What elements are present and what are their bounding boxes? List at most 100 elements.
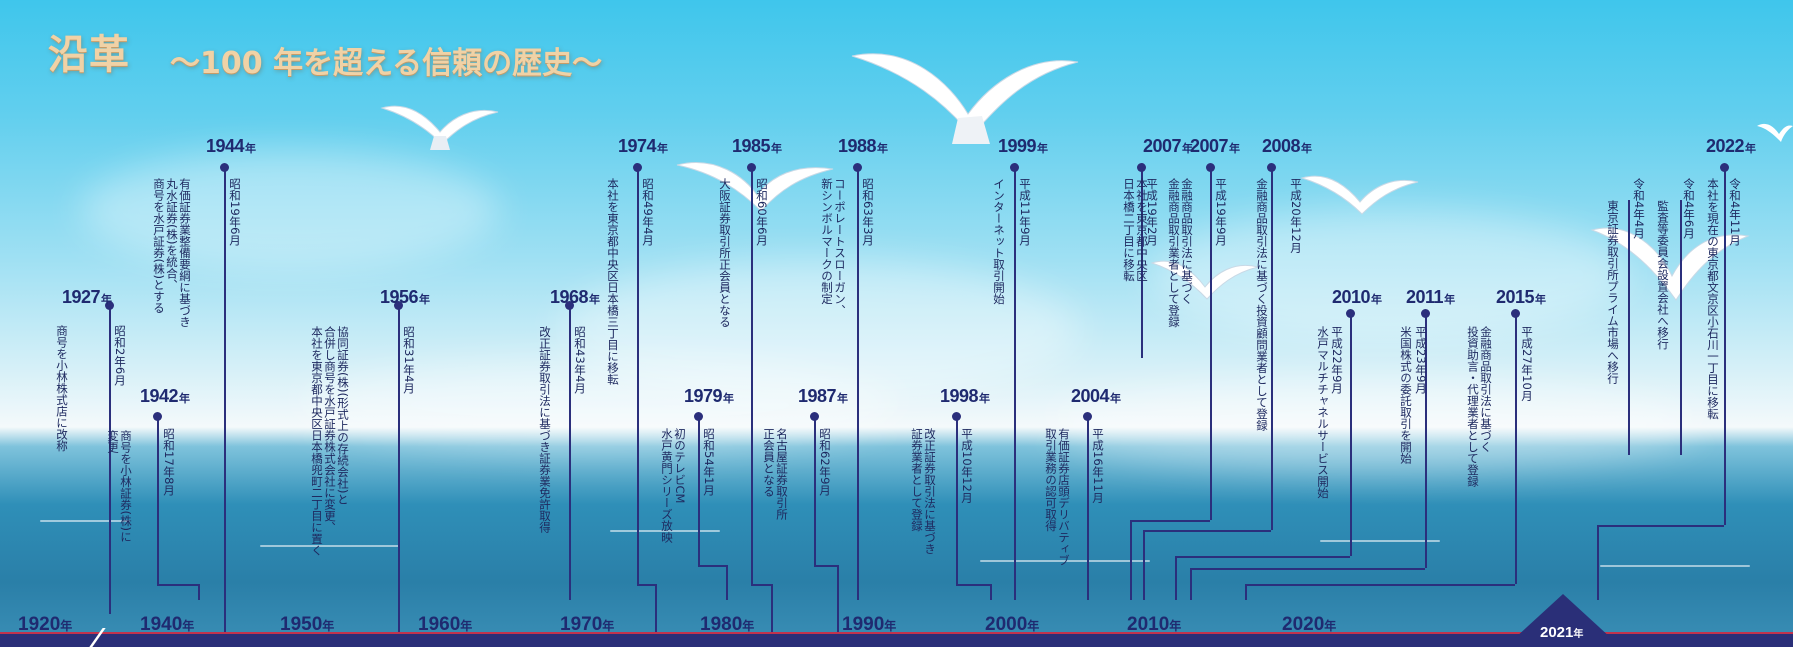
timeline-connector: [1515, 313, 1517, 584]
event-dot: [394, 301, 403, 310]
decade-label-2020: 2020年: [1282, 614, 1337, 635]
timeline-connector: [751, 167, 753, 584]
event-dot: [1137, 163, 1146, 172]
timeline-connector: [814, 565, 837, 567]
event-description: 本社を現在の東京都文京区小石川一丁目に移転: [1706, 178, 1720, 420]
event-year-1974: 1974年: [618, 136, 668, 156]
timeline-accent-line: [0, 632, 1793, 635]
event-year-1942: 1942年: [140, 386, 190, 406]
event-year-1999: 1999年: [998, 136, 1048, 156]
timeline-connector: [1175, 556, 1350, 558]
event-era-date: 昭和62年9月: [818, 428, 832, 496]
timeline-connector: [398, 305, 400, 632]
timeline-connector: [1014, 167, 1016, 600]
event-era-date: 昭和19年6月: [228, 178, 242, 246]
event-dot: [1267, 163, 1276, 172]
event-era-date: 昭和63年3月: [861, 178, 875, 246]
event-year-1927: 1927年: [62, 287, 112, 307]
event-description: 本社を東京都中央区日本橋三丁目に移転: [606, 178, 620, 385]
event-era-date: 昭和60年6月: [755, 178, 769, 246]
timeline-connector: [1724, 167, 1726, 525]
timeline-connector: [224, 167, 226, 632]
timeline-connector: [751, 584, 771, 586]
timeline-connector: [956, 416, 958, 584]
timeline-connector: [1087, 416, 1089, 600]
timeline-connector: [814, 416, 816, 565]
page-subtitle: 〜100 年を超える信頼の歴史〜: [170, 46, 603, 81]
event-era-date: 平成27年10月: [1520, 326, 1534, 402]
timeline-connector: [726, 565, 728, 600]
seagull-icon: [380, 105, 499, 150]
event-era-date: 平成16年11月: [1091, 428, 1105, 504]
event-era-date: 昭和2年6月: [113, 325, 127, 386]
event-year-2007: 2007年: [1190, 136, 1240, 156]
event-era-date: 平成23年9月: [1414, 326, 1428, 394]
event-year-2022: 2022年: [1706, 136, 1756, 156]
timeline-connector: [109, 305, 111, 614]
timeline-connector: [1245, 584, 1247, 600]
event-era-date: 平成19年9月: [1214, 178, 1228, 246]
event-description: コーポレートスローガン、 新シンボルマークの制定: [820, 178, 847, 316]
event-description: 有価証券店頭デリバティブ 取引業務の認可取得: [1044, 428, 1071, 566]
event-description: 東京証券取引所プライム市場へ移行: [1606, 200, 1620, 384]
event-dot: [1720, 163, 1729, 172]
event-year-1968: 1968年: [550, 287, 600, 307]
timeline-connector: [1597, 525, 1724, 527]
timeline-connector: [1190, 568, 1192, 600]
event-era-date: 令和4年6月: [1682, 178, 1696, 239]
timeline-connector: [1245, 584, 1515, 586]
event-year-2008: 2008年: [1262, 136, 1312, 156]
event-description: 協同証券(株)(形式上の存続会社)と 合併し商号を水戸証券株式会社に変更、 本社…: [310, 326, 350, 556]
event-dot: [1346, 309, 1355, 318]
event-dot: [105, 301, 114, 310]
event-dot: [633, 163, 642, 172]
event-year-1985: 1985年: [732, 136, 782, 156]
event-dot: [952, 412, 961, 421]
event-year-2007: 2007年: [1143, 136, 1193, 156]
event-dot: [1083, 412, 1092, 421]
event-dot: [694, 412, 703, 421]
event-era-date: 令和4年11月: [1728, 178, 1742, 246]
event-era-date: 昭和31年4月: [402, 326, 416, 394]
decade-label-2010: 2010年: [1127, 614, 1182, 635]
highlight-year-label: 2021年: [1540, 624, 1584, 641]
timeline-connector: [1210, 167, 1212, 520]
event-year-2011: 2011年: [1406, 287, 1455, 307]
event-year-1987: 1987年: [798, 386, 848, 406]
event-year-1998: 1998年: [940, 386, 990, 406]
timeline-connector: [698, 565, 726, 567]
timeline-connector: [1130, 520, 1210, 522]
event-description: 金融商品取引法に基づく投資顧問業者として登録: [1255, 178, 1269, 431]
decade-label-1950: 1950年: [280, 614, 335, 635]
seagull-icon: [1757, 123, 1793, 142]
decade-label-1920: 1920年: [18, 614, 73, 635]
seagull-icon: [851, 53, 1079, 144]
event-dot: [1206, 163, 1215, 172]
event-description: 監査等委員会設置会社へ移行: [1656, 200, 1670, 350]
event-dot: [220, 163, 229, 172]
timeline-connector: [637, 167, 639, 584]
event-year-1956: 1956年: [380, 287, 430, 307]
timeline-connector: [1597, 525, 1599, 600]
timeline-connector: [771, 584, 773, 632]
event-year-1944: 1944年: [206, 136, 256, 156]
timeline-connector: [1175, 556, 1177, 600]
event-description: 米国株式の委託取引を開始: [1399, 326, 1413, 464]
event-era-date: 昭和43年4月: [573, 326, 587, 394]
timeline-connector: [990, 584, 992, 600]
timeline-connector: [1350, 313, 1352, 556]
event-dot: [1511, 309, 1520, 318]
decade-label-1970: 1970年: [560, 614, 615, 635]
event-description: インターネット取引開始: [992, 178, 1006, 305]
event-dot: [1421, 309, 1430, 318]
event-dot: [565, 301, 574, 310]
event-era-date: 平成11年9月: [1018, 178, 1032, 246]
event-era-date: 昭和54年1月: [702, 428, 716, 496]
timeline-connector: [1628, 200, 1630, 455]
event-description: 商号を小林証券(株)に 変更: [106, 430, 133, 543]
event-era-date: 昭和49年4月: [641, 178, 655, 246]
timeline-connector: [1130, 520, 1132, 600]
event-description: 改正証券取引法に基づき 証券業者として登録: [910, 428, 937, 555]
event-year-1979: 1979年: [684, 386, 734, 406]
timeline-connector: [655, 584, 657, 632]
